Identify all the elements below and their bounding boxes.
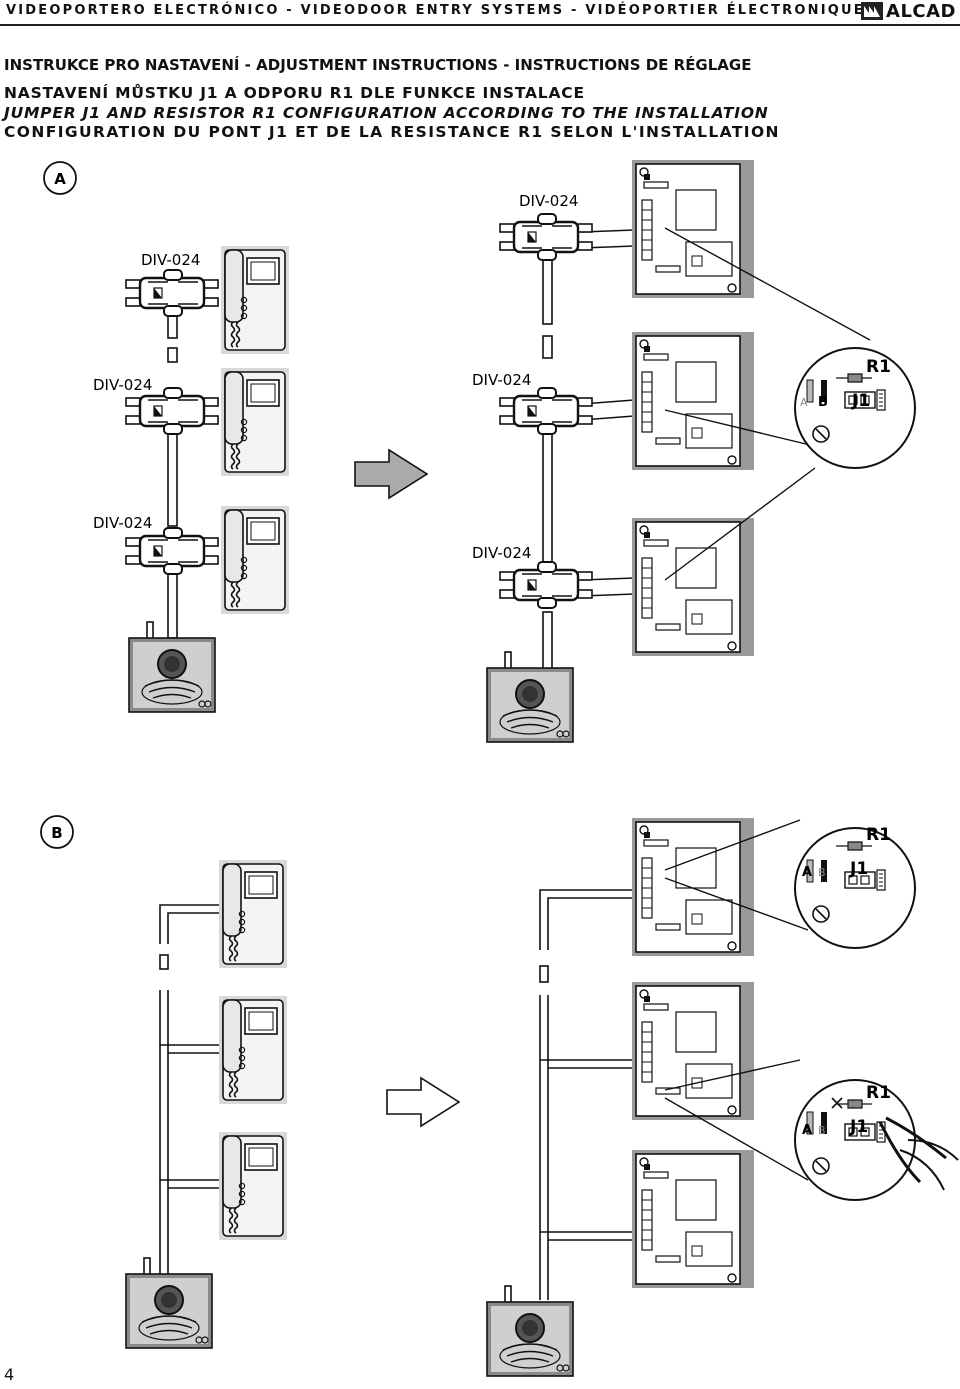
outdoor-panel-a2 bbox=[486, 651, 574, 743]
monitor-b2 bbox=[218, 995, 288, 1105]
zoom-b-top-pos-a: A bbox=[802, 865, 812, 880]
subtitle-cz: NASTAVENÍ MŮSTKU J1 A ODPORU R1 DLE FUNK… bbox=[4, 84, 585, 102]
divider-a4 bbox=[498, 212, 594, 262]
monitor-a1 bbox=[220, 245, 290, 355]
board-a2 bbox=[631, 331, 755, 471]
div-label-a1: DIV-024 bbox=[141, 251, 200, 269]
header-band-text: VIDEOPORTERO ELECTRÓNICO - VIDEODOOR ENT… bbox=[6, 3, 865, 18]
zoom-b-top-pos-b: B bbox=[818, 866, 826, 879]
zoom-b-bot-r1: R1 bbox=[866, 1083, 891, 1103]
board-a3 bbox=[631, 517, 755, 657]
monitor-b3 bbox=[218, 1131, 288, 1241]
divider-a5 bbox=[498, 386, 594, 436]
divider-a1 bbox=[124, 268, 220, 318]
div-label-a3: DIV-024 bbox=[93, 514, 152, 532]
diagram-a-label: A bbox=[54, 170, 66, 188]
subtitle-en: JUMPER J1 AND RESISTOR R1 CONFIGURATION … bbox=[4, 104, 769, 122]
zoom-a-r1: R1 bbox=[866, 357, 891, 377]
arrow-right-icon-b bbox=[386, 1076, 461, 1128]
board-b3 bbox=[631, 1149, 755, 1289]
zoom-a-j1: J1 bbox=[851, 391, 870, 411]
board-a1 bbox=[631, 159, 755, 299]
zoom-b-top-j1: J1 bbox=[849, 859, 868, 879]
zoom-detail-b-bottom bbox=[794, 1079, 916, 1201]
div-label-a5: DIV-024 bbox=[472, 371, 531, 389]
pliers-icon bbox=[878, 1116, 947, 1184]
diagram-b: B R1 J1 A B R1 J1 A bbox=[40, 815, 959, 1377]
zoom-b-top-r1: R1 bbox=[866, 825, 891, 845]
divider-a3 bbox=[124, 526, 220, 576]
divider-a2 bbox=[124, 386, 220, 436]
brand-name: ALCAD bbox=[886, 0, 956, 22]
zoom-b-bot-pos-b: B bbox=[818, 1124, 826, 1137]
monitor-b1 bbox=[218, 859, 288, 969]
zoom-a-pos-a: A bbox=[800, 396, 808, 409]
divider-a6 bbox=[498, 560, 594, 610]
monitor-a2 bbox=[220, 367, 290, 477]
arrow-right-icon bbox=[354, 448, 429, 500]
monitor-a3 bbox=[220, 505, 290, 615]
zoom-a-pos-b: B bbox=[818, 395, 828, 410]
section-title: INSTRUKCE PRO NASTAVENÍ - ADJUSTMENT INS… bbox=[4, 56, 752, 74]
div-label-a6: DIV-024 bbox=[472, 544, 531, 562]
div-label-a2: DIV-024 bbox=[93, 376, 152, 394]
div-label-a4: DIV-024 bbox=[519, 192, 578, 210]
alcad-logo-icon bbox=[861, 2, 884, 20]
subtitle-fr: CONFIGURATION DU PONT J1 ET DE LA RESIST… bbox=[4, 123, 780, 141]
page-header: VIDEOPORTERO ELECTRÓNICO - VIDEODOOR ENT… bbox=[0, 0, 960, 22]
alcad-logo: ALCAD bbox=[861, 0, 956, 22]
board-b1 bbox=[631, 817, 755, 957]
zoom-b-bot-j1: J1 bbox=[849, 1117, 868, 1137]
diagram-a: A DIV-024 DIV-024 DIV-024 DIV-024 DIV-02… bbox=[43, 159, 916, 743]
zoom-b-bot-pos-a: A bbox=[802, 1123, 812, 1138]
header-rule bbox=[0, 24, 960, 26]
outdoor-panel-b1 bbox=[125, 1257, 213, 1349]
board-b2 bbox=[631, 981, 755, 1121]
outdoor-panel-b2 bbox=[486, 1285, 574, 1377]
diagram-b-label: B bbox=[51, 824, 62, 842]
page-number: 4 bbox=[4, 1365, 15, 1384]
